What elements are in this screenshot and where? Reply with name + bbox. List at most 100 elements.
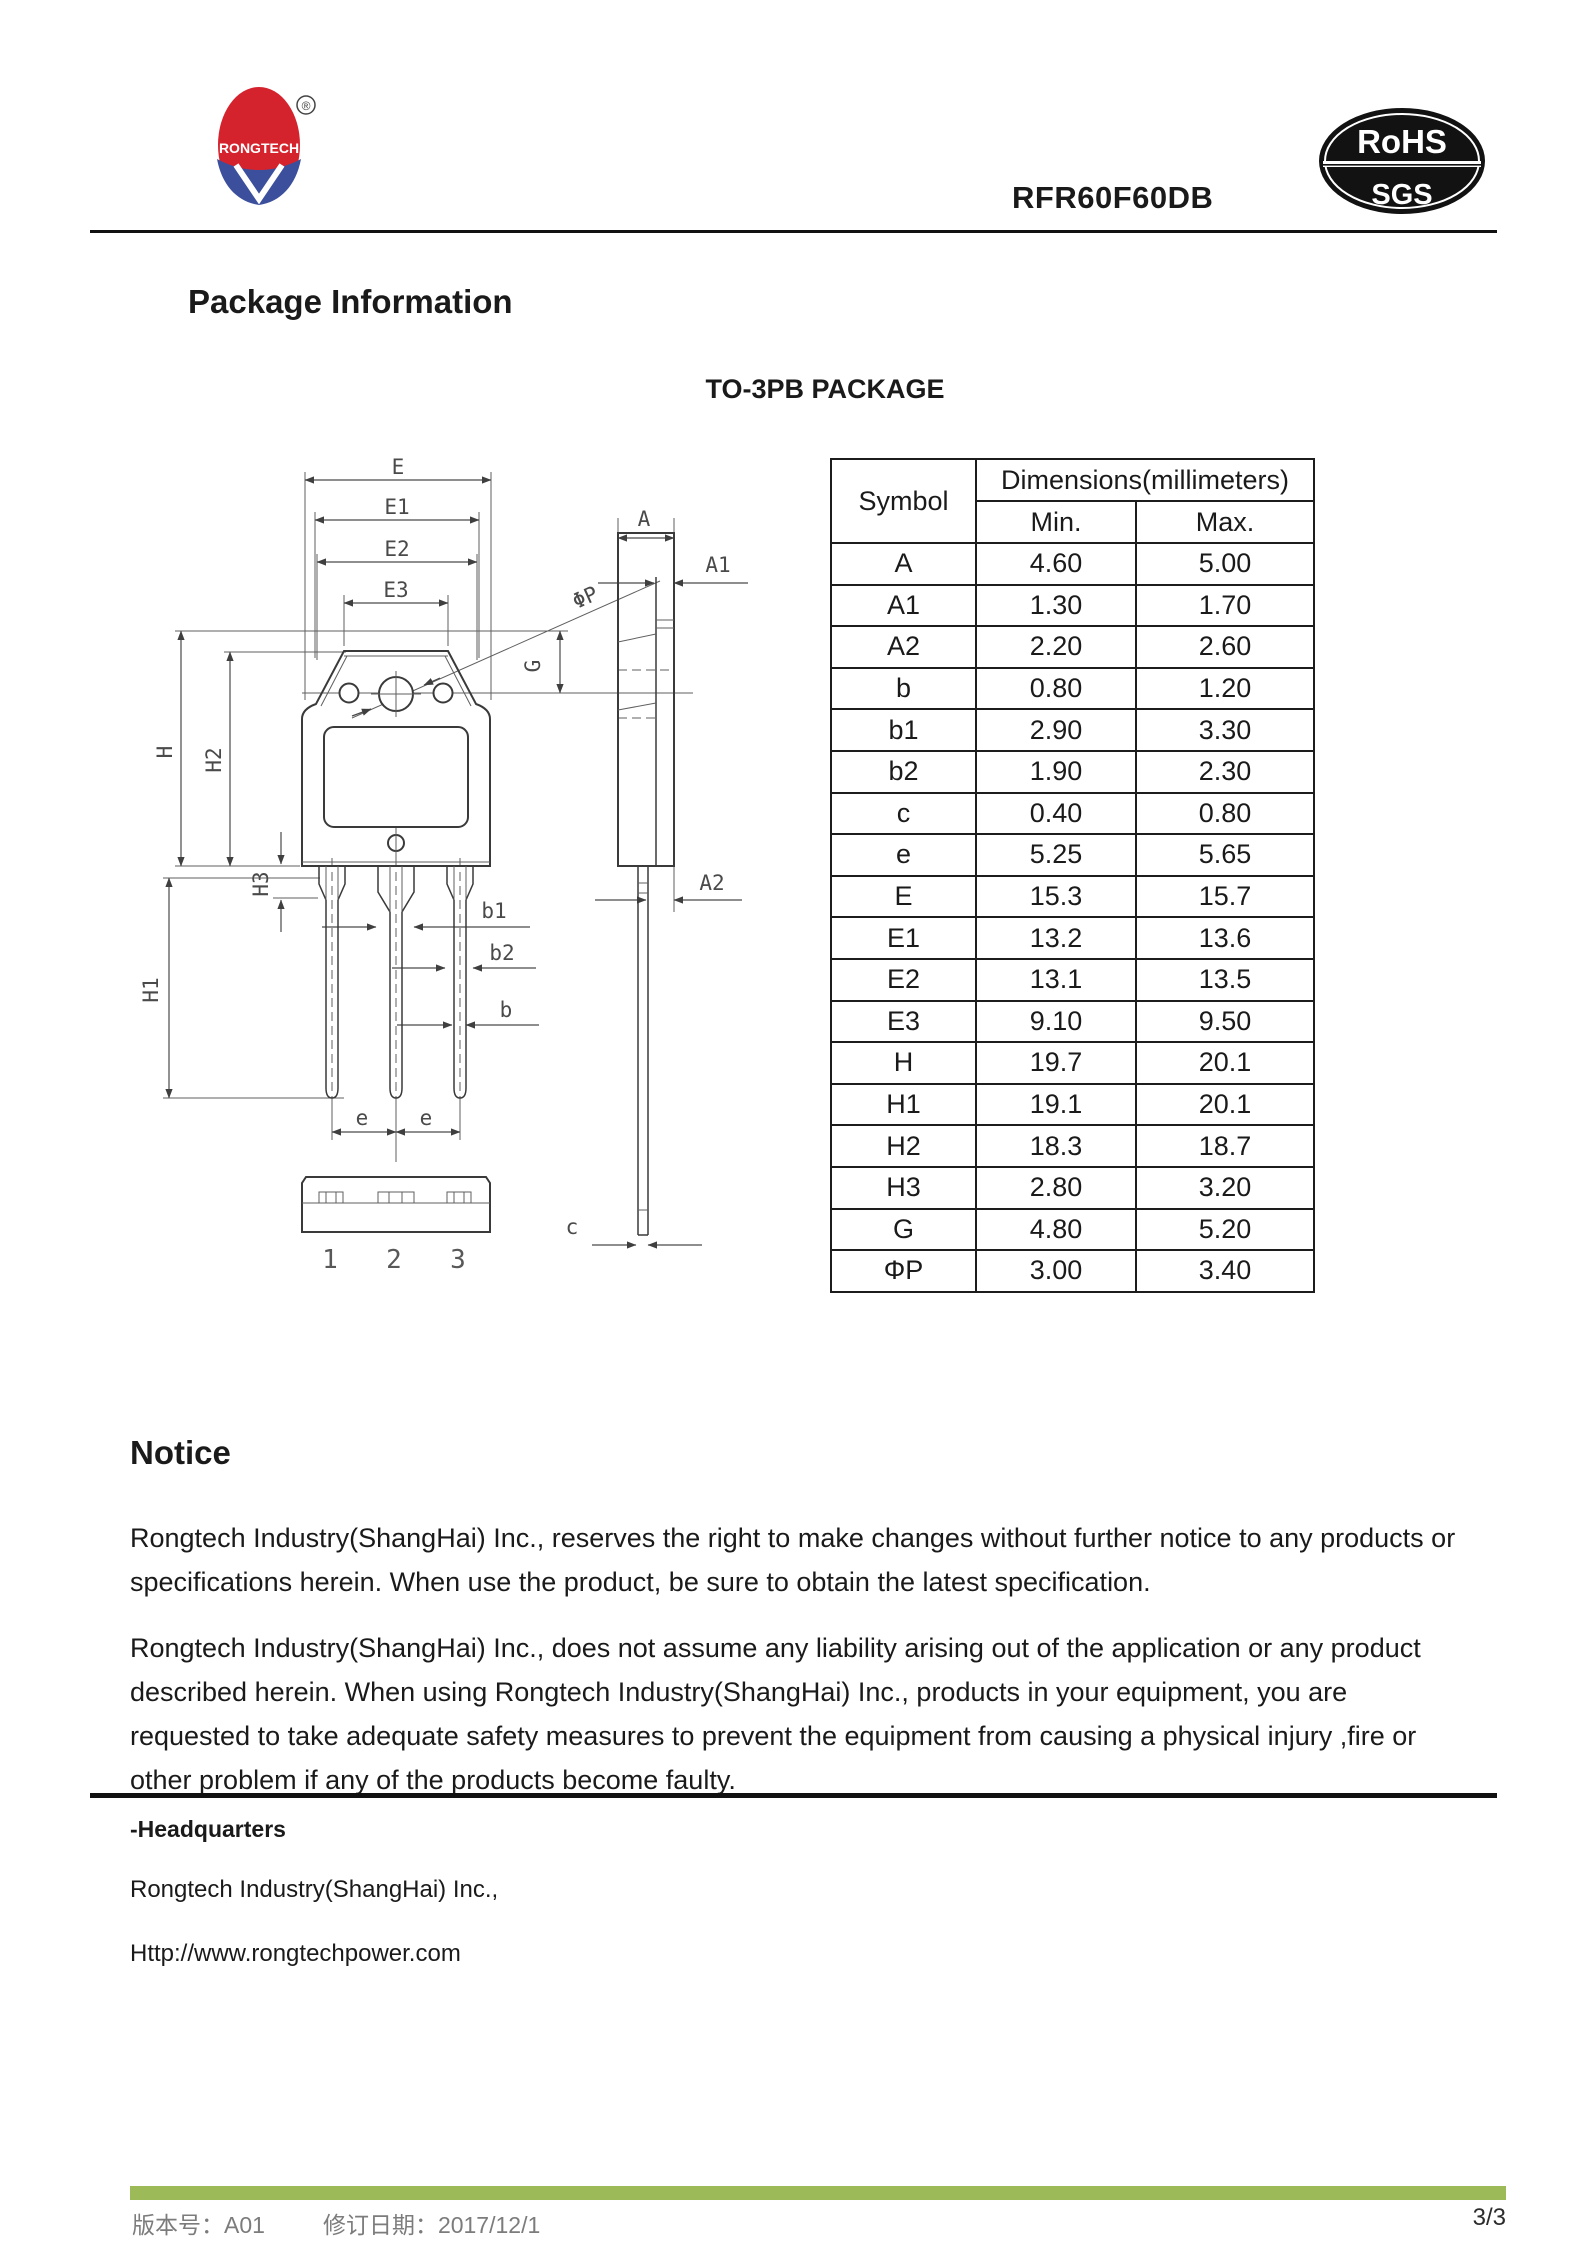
cell-symbol: H3 <box>830 1165 977 1210</box>
dimensions-table: Symbol Dimensions(millimeters) Min. Max.… <box>830 458 1315 1293</box>
cell-symbol: b2 <box>830 749 977 794</box>
dim-label-b1: b1 <box>481 899 506 923</box>
table-header-row-1: Symbol Dimensions(millimeters) <box>830 458 1315 544</box>
front-view <box>301 650 491 1099</box>
cell-max: 13.6 <box>1135 916 1315 960</box>
cell-max: 5.20 <box>1135 1207 1315 1252</box>
cell-min: 4.80 <box>975 1207 1137 1252</box>
cell-symbol: E3 <box>830 999 977 1044</box>
cell-symbol: E <box>830 874 977 919</box>
dim-label-H: H <box>153 746 177 759</box>
dim-label-e-right: e <box>420 1106 433 1130</box>
cell-symbol: c <box>830 791 977 836</box>
dim-label-A: A <box>638 507 651 531</box>
dim-label-E: E <box>392 455 405 479</box>
cell-symbol: A <box>830 542 977 586</box>
cell-min: 0.80 <box>975 666 1137 711</box>
pin-label-3: 3 <box>450 1245 466 1275</box>
dim-label-c: c <box>566 1215 579 1239</box>
company-name: Rongtech Industry(ShangHai) Inc., <box>130 1876 499 1903</box>
cell-max: 5.65 <box>1135 833 1315 877</box>
side-view <box>617 532 675 1236</box>
cell-symbol: H2 <box>830 1124 977 1168</box>
notice-paragraph-1: Rongtech Industry(ShangHai) Inc., reserv… <box>130 1523 1456 1597</box>
headquarters-rule <box>90 1793 1497 1798</box>
dim-label-E2: E2 <box>384 537 409 561</box>
dim-label-H3: H3 <box>249 871 273 896</box>
page-indicator: 3/3 <box>1472 2204 1506 2231</box>
cell-min: 19.1 <box>975 1082 1137 1127</box>
cell-max: 13.5 <box>1135 957 1315 1002</box>
cell-max: 9.50 <box>1135 999 1315 1044</box>
notice-paragraph-2: Rongtech Industry(ShangHai) Inc., does n… <box>130 1633 1421 1795</box>
cell-max: 18.7 <box>1135 1124 1315 1168</box>
package-outline-drawing: E E1 E2 E3 H H2 H3 H1 b1 b2 b e e 1 2 3 … <box>139 455 748 1275</box>
rongtech-logo: RONGTECH ® <box>217 87 316 205</box>
registered-mark-circle <box>296 95 316 115</box>
badge-rohs-label: RoHS <box>1357 123 1447 160</box>
cell-min: 13.2 <box>975 916 1137 960</box>
cell-max: 3.20 <box>1135 1165 1315 1210</box>
badge-divider-line <box>1323 164 1481 166</box>
company-website: Http://www.rongtechpower.com <box>130 1940 461 1967</box>
cell-min: 5.25 <box>975 833 1137 877</box>
extension-lines <box>163 472 693 1162</box>
cell-min: 15.3 <box>975 874 1137 919</box>
cell-min: 18.3 <box>975 1124 1137 1168</box>
cell-symbol: e <box>830 833 977 877</box>
logo-wordmark: RONGTECH <box>219 140 299 156</box>
cell-min: 9.10 <box>975 999 1137 1044</box>
logo-v-icon <box>233 163 285 205</box>
cell-max: 3.30 <box>1135 708 1315 752</box>
cell-symbol: E1 <box>830 916 977 960</box>
registered-mark: ® <box>302 99 311 113</box>
cell-min: 4.60 <box>975 542 1137 586</box>
cell-max: 20.1 <box>1135 1041 1315 1085</box>
cell-symbol: G <box>830 1207 977 1252</box>
revision-date-label: 修订日期：2017/12/1 <box>322 2212 541 2238</box>
cell-min: 1.30 <box>975 583 1137 628</box>
cell-symbol: b1 <box>830 708 977 752</box>
dim-label-H1: H1 <box>139 977 163 1002</box>
badge-sgs-label: SGS <box>1371 179 1432 211</box>
cell-max: 15.7 <box>1135 874 1315 919</box>
cell-min: 19.7 <box>975 1041 1137 1085</box>
footer-green-bar <box>130 2186 1506 2200</box>
header-rule <box>90 230 1497 233</box>
cell-min: 13.1 <box>975 957 1137 1002</box>
cell-symbol: H1 <box>830 1082 977 1127</box>
cell-min: 3.00 <box>975 1249 1137 1293</box>
table-header-row-2: Min. Max. <box>831 500 1315 544</box>
cell-max: 1.20 <box>1135 666 1315 711</box>
cell-max: 1.70 <box>1135 583 1315 628</box>
cell-max: 5.00 <box>1135 542 1315 586</box>
dim-label-b: b <box>500 998 513 1022</box>
section-title: Package Information <box>188 283 513 320</box>
column-header-min: Min. <box>975 500 1137 544</box>
dim-label-H2: H2 <box>202 747 226 772</box>
dim-label-e-left: e <box>356 1106 369 1130</box>
cell-max: 2.60 <box>1135 625 1315 669</box>
column-header-dimensions: Dimensions(millimeters) <box>975 458 1315 502</box>
cell-min: 2.20 <box>975 625 1137 669</box>
notice-title: Notice <box>130 1434 231 1471</box>
cell-max: 2.30 <box>1135 749 1315 794</box>
cell-min: 0.40 <box>975 791 1137 836</box>
cell-min: 2.90 <box>975 708 1137 752</box>
pin-label-2: 2 <box>386 1245 402 1275</box>
cell-symbol: ΦP <box>830 1249 977 1293</box>
